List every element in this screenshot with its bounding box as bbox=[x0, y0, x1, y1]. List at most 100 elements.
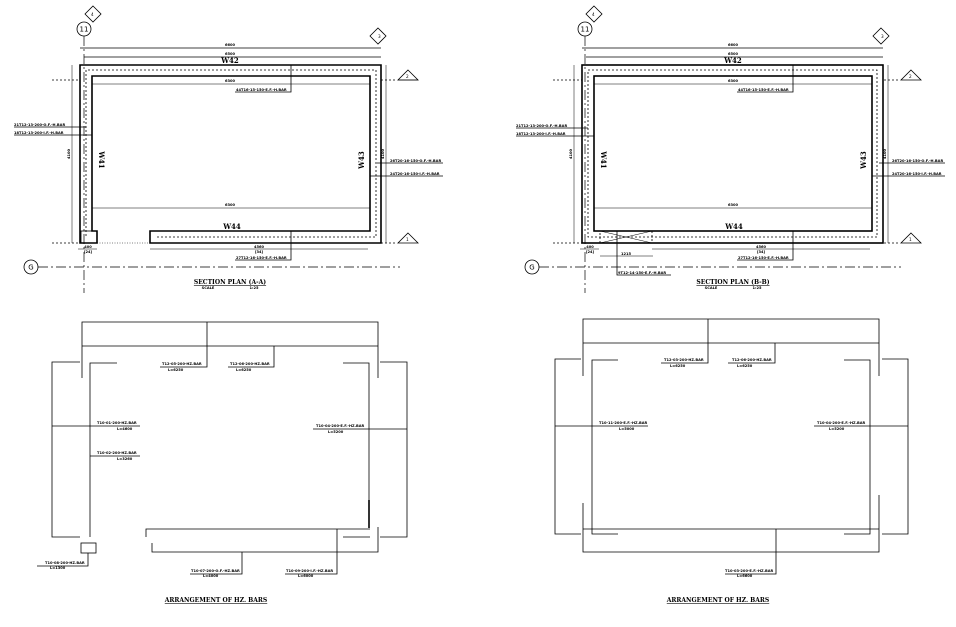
left-outer-bar bbox=[554, 358, 581, 535]
grid-label-g: G bbox=[28, 264, 33, 272]
dim-opening-sub: [24] bbox=[586, 250, 595, 254]
dim-w44-sub: [34] bbox=[255, 250, 264, 254]
bar-mark-3: T10-11-200-E.F.-HZ.BAR bbox=[599, 421, 648, 425]
rebar-label-left-if: 18T12-13-200-I.F.-H.BAR bbox=[14, 131, 64, 135]
left-inner-bar bbox=[591, 359, 618, 535]
wall-label-w42: W42 bbox=[723, 56, 742, 65]
section-plan-b: 11 G 4 3 2 1 6600 6500 6300 6300 4100 41… bbox=[516, 5, 945, 293]
section-a-scale-label: SCALE bbox=[202, 286, 215, 290]
detail-cross bbox=[599, 230, 653, 244]
rebar-label-top: 44T16-15-150-E.F.-H.BAR bbox=[236, 88, 287, 92]
arrangement-b: T12-03-200-HZ.BAR L=6250 T12-06-200-HZ.B… bbox=[554, 318, 909, 604]
wall-label-w43: W43 bbox=[357, 151, 366, 170]
leader-bottom bbox=[737, 231, 794, 261]
bar-mark-2: T12-06-200-HZ.BAR bbox=[230, 362, 270, 366]
grid-bubble-g bbox=[524, 259, 540, 275]
leader-bottom bbox=[235, 231, 292, 261]
top-bars bbox=[582, 318, 880, 376]
bar-length-2: L=6250 bbox=[737, 364, 753, 368]
dim-opening-text: 400 bbox=[84, 245, 92, 249]
bar-length-3: L=4600 bbox=[117, 427, 133, 431]
section-marker-4: 4 bbox=[84, 5, 102, 23]
section-marker-3: 3 bbox=[369, 27, 387, 45]
leader-bar-8 bbox=[285, 529, 338, 575]
arrangement-b-title: ARRANGEMENT OF HZ. BARS bbox=[666, 597, 769, 604]
top-bars bbox=[81, 321, 379, 378]
column-box bbox=[80, 230, 98, 244]
bar-length-4: L=5200 bbox=[829, 427, 845, 431]
section-marker-4: 4 bbox=[585, 5, 603, 23]
dim-height-left-text: 4100 bbox=[569, 149, 573, 160]
rebar-label-right-if: 24T20-16-150-I.F.-H.BAR bbox=[390, 172, 440, 176]
bar-mark-1: T12-05-200-HZ.BAR bbox=[162, 362, 202, 366]
bar-length-7: L=4000 bbox=[203, 574, 219, 578]
dim-height-right-text: 4100 bbox=[883, 149, 887, 160]
dim-height-right-text: 4100 bbox=[381, 149, 385, 160]
rebar-label-left-of: 21T12-13-200-O.F.-H.BAR bbox=[516, 124, 567, 128]
leader-bar-2 bbox=[228, 346, 275, 368]
bar-length-8: L=6000 bbox=[298, 574, 314, 578]
rebar-label-top: 44T16-15-150-E.F.-H.BAR bbox=[738, 88, 789, 92]
dim-outer-text: 6500 bbox=[225, 52, 236, 56]
section-b-title: SECTION PLAN (B-B) bbox=[696, 279, 769, 286]
svg-text:4: 4 bbox=[592, 12, 595, 17]
outer-rebar bbox=[587, 69, 878, 238]
wall-label-w43: W43 bbox=[859, 151, 868, 170]
rebar-label-right-of: 26T20-16-150-O.F.-H.BAR bbox=[892, 159, 943, 163]
bar-mark-7: T10-07-200-O.F.-HZ.BAR bbox=[191, 569, 240, 573]
detail-box bbox=[599, 230, 653, 244]
right-outer-bar bbox=[343, 361, 408, 538]
leader-top bbox=[737, 65, 794, 93]
leader-bar-2 bbox=[728, 343, 776, 364]
svg-text:1: 1 bbox=[406, 237, 409, 242]
bar-length-5: L=6600 bbox=[737, 574, 753, 578]
svg-text:4: 4 bbox=[91, 12, 94, 17]
section-marker-3: 3 bbox=[872, 27, 890, 45]
bar-detail-box bbox=[80, 542, 97, 554]
bar-mark-4: T10-02-200-HZ.BAR bbox=[97, 451, 137, 455]
bar-length-6: L=1300 bbox=[50, 566, 66, 570]
section-marker-2: 2 bbox=[381, 69, 419, 81]
dim-opening-text: 400 bbox=[586, 245, 594, 249]
outer-rebar bbox=[85, 69, 377, 238]
dim-w44-text: 4560 bbox=[756, 245, 767, 249]
bar-length-2: L=6250 bbox=[236, 368, 252, 372]
bottom-bars bbox=[145, 527, 379, 553]
dim-inner-top-text: 6300 bbox=[225, 79, 236, 83]
bar-length-1: L=6250 bbox=[670, 364, 686, 368]
bar-mark-8: T10-09-200-I.F.-HZ.BAR bbox=[286, 569, 333, 573]
section-a-title: SECTION PLAN (A-A) bbox=[194, 279, 266, 286]
bottom-bars bbox=[582, 495, 880, 553]
rebar-label-right-of: 26T20-16-150-O.F.-H.BAR bbox=[390, 159, 441, 163]
right-inner-bar bbox=[343, 362, 370, 500]
bar-mark-5: T10-04-200-E.F.-HZ.BAR bbox=[316, 424, 365, 428]
grid-bubble-g bbox=[23, 259, 39, 275]
bar-length-5: L=5200 bbox=[328, 430, 344, 434]
dim-height-left-text: 4100 bbox=[67, 149, 71, 160]
wall-inner bbox=[593, 75, 873, 232]
leader-top bbox=[235, 65, 292, 93]
leader-bar-1 bbox=[661, 319, 709, 364]
dim-inner-bottom-text: 6300 bbox=[225, 203, 236, 207]
grid-label-11: 11 bbox=[80, 26, 89, 34]
grid-bubble-11 bbox=[577, 21, 593, 37]
rebar-label-right-if: 24T20-16-150-I.F.-H.BAR bbox=[892, 172, 942, 176]
svg-text:2: 2 bbox=[406, 74, 409, 79]
svg-text:3: 3 bbox=[378, 34, 381, 39]
bar-length-3: L=5000 bbox=[619, 427, 635, 431]
wall-label-w41: W41 bbox=[97, 150, 106, 169]
leader-detail bbox=[616, 231, 671, 276]
bar-mark-1: T12-03-200-HZ.BAR bbox=[664, 358, 704, 362]
bar-length-4: L=3260 bbox=[117, 457, 133, 461]
leader-bar-6 bbox=[37, 553, 89, 567]
section-marker-1: 1 bbox=[381, 232, 419, 244]
wall-label-w42: W42 bbox=[220, 56, 239, 65]
wall-label-w44: W44 bbox=[222, 222, 241, 231]
dim-inner-top-text: 6300 bbox=[728, 79, 739, 83]
bar-mark-6: T10-08-200-HZ.BAR bbox=[45, 561, 85, 565]
dim-detail-text: 1215 bbox=[621, 252, 632, 256]
dim-outer-text: 6500 bbox=[728, 52, 739, 56]
grid-label-g: G bbox=[529, 264, 534, 272]
section-marker-1: 1 bbox=[884, 232, 922, 244]
